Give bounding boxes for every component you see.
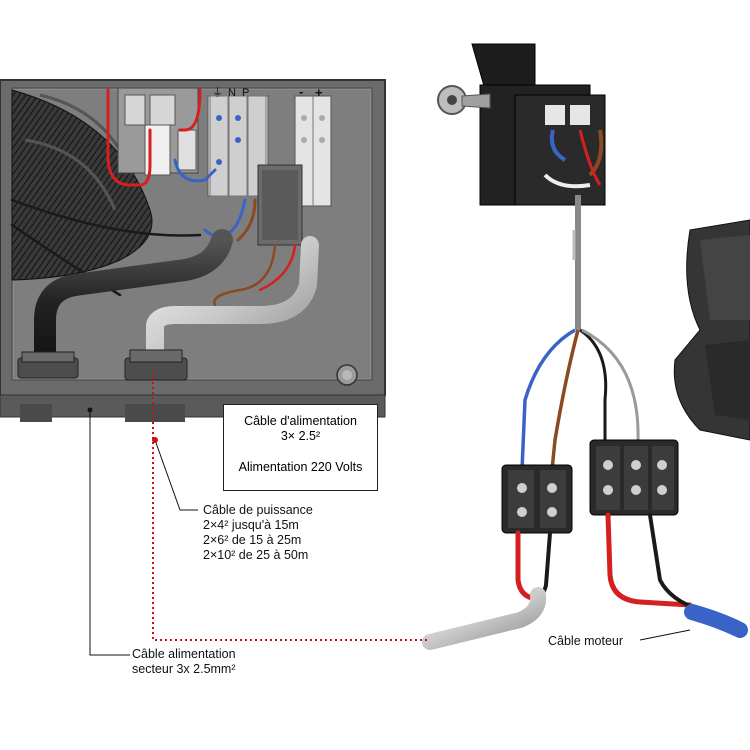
leader-dot-power — [152, 437, 158, 443]
supply-voltage: Alimentation 220 Volts — [238, 460, 363, 474]
terminal-neutral-label: N — [228, 87, 236, 99]
motor-cable — [684, 604, 748, 638]
terminal-minus-label: - — [299, 84, 303, 99]
key-switch — [437, 43, 606, 206]
terminal-ground-label: ⏚ — [212, 86, 223, 99]
power-cable-title: Câble de puissance — [203, 503, 313, 517]
supply-cable-label-box: Câble d'alimentation 3× 2.5² Alimentatio… — [223, 404, 378, 491]
cable-glands — [17, 349, 188, 381]
leader-lines — [89, 410, 691, 656]
power-cable-spec-50m: 2×10² de 25 à 50m — [203, 548, 309, 562]
mains-cable-label: Câble alimentation secteur 3x 2.5mm² — [132, 647, 236, 677]
motor-cable-label: Câble moteur — [548, 634, 624, 648]
terminal-phase-label: P — [242, 87, 249, 99]
power-cable-spec-25m: 2×6² de 15 à 25m — [203, 533, 302, 547]
black-cable — [34, 229, 233, 376]
motor-body — [673, 219, 750, 441]
leader-dot-mains — [87, 407, 93, 413]
control-cable — [520, 195, 640, 471]
power-cable — [422, 587, 547, 650]
terminal-strip — [207, 95, 332, 246]
terminal-block-right — [589, 439, 679, 516]
power-cable-spec-15m: 2×4² jusqu'à 15m — [203, 518, 299, 532]
supply-cable-section: 3× 2.5² — [280, 429, 321, 443]
mains-cable-spec: secteur 3x 2.5mm² — [132, 662, 236, 676]
grey-sheathed-cable — [146, 236, 319, 369]
supply-cable-title: Câble d'alimentation — [244, 414, 357, 428]
mains-cable-title: Câble alimentation — [132, 647, 236, 661]
terminal-plus-label: + — [315, 85, 323, 100]
power-cable-label: Câble de puissance 2×4² jusqu'à 15m 2×6²… — [203, 503, 313, 563]
relay-block — [117, 87, 199, 176]
terminal-block-left — [501, 464, 573, 534]
